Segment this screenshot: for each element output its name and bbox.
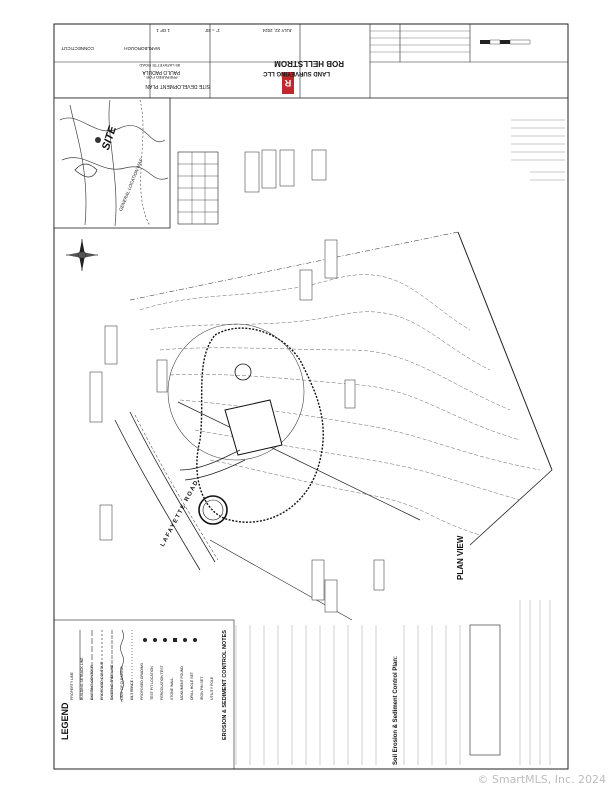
note-boxes — [244, 119, 565, 193]
state-name: CONNECTICUT — [61, 46, 94, 51]
certification-box — [469, 624, 501, 756]
legend-item: TEST PIT LOCATION — [150, 666, 154, 700]
sheet-number: 1 OF 1 — [156, 28, 170, 33]
well-radius — [167, 323, 305, 461]
lafayette-road — [114, 411, 219, 571]
plan-view-label: PLAN VIEW — [456, 535, 465, 580]
soil-data-table — [177, 151, 219, 225]
plan-date: JULY 22, 2024 — [262, 28, 292, 33]
prepared-for: - PREPARED FOR - — [143, 75, 180, 80]
legend-item: PERCOLATION TEST — [160, 665, 164, 700]
septic-system — [198, 495, 228, 525]
legend-title: LEGEND — [60, 702, 70, 740]
legend-item: SILT FENCE — [130, 680, 134, 700]
north-arrow-icon — [66, 239, 98, 271]
company-sub: LAND SURVEYING LLC — [263, 70, 330, 76]
property-lines — [129, 231, 553, 621]
rh-logo — [282, 72, 294, 94]
plan-scale: 1" = 20' — [204, 28, 220, 33]
soil-plan-title: Soil Erosion & Sediment Control Plan: — [393, 655, 399, 765]
legend-item: EXISTING TREE LINE — [110, 664, 114, 700]
legend-panel — [53, 619, 235, 770]
legend-item: LIMIT OF CLEARING — [120, 666, 124, 700]
town-name: MARLBOROUGH — [124, 46, 160, 51]
legend-item: BUILDING SETBACK LINE — [80, 657, 84, 700]
legend-item: PROPERTY LINE — [70, 672, 74, 700]
contour-lines — [139, 274, 541, 536]
legend-item: UTILITY POLE — [210, 676, 214, 700]
title-block: R — [53, 23, 569, 99]
company-name: ROB HELLSTROM — [274, 59, 344, 68]
legend-item: PROPOSED GRADING — [140, 662, 144, 700]
project-title: SITE DEVELOPMENT PLAN — [145, 83, 210, 89]
client-name: PAULO PADULA — [142, 69, 180, 75]
legend-item: EXISTING CONTOUR — [90, 665, 94, 700]
watermark: © SmartMLS, Inc. 2024 — [477, 773, 606, 786]
erosion-notes — [235, 600, 551, 765]
location-map — [53, 97, 171, 229]
erosion-notes-title: EROSION & SEDIMENT CONTROL NOTES — [222, 630, 228, 740]
legend-item: DRILL HOLE SET — [190, 671, 194, 700]
legend-item: MONUMENT FOUND — [180, 666, 184, 700]
property-address: 85 LAFAYETTE ROAD — [139, 63, 180, 68]
svg-text:R: R — [284, 78, 291, 88]
legend-item: PROPOSED CONTOUR — [100, 661, 104, 700]
legend-item: STONE WALL — [170, 677, 174, 700]
callout-boxes — [89, 239, 385, 613]
driveway — [179, 449, 246, 481]
proposed-house — [224, 363, 283, 456]
legend-item: IRON PIN SET — [200, 676, 204, 700]
silt-fence — [196, 327, 324, 523]
